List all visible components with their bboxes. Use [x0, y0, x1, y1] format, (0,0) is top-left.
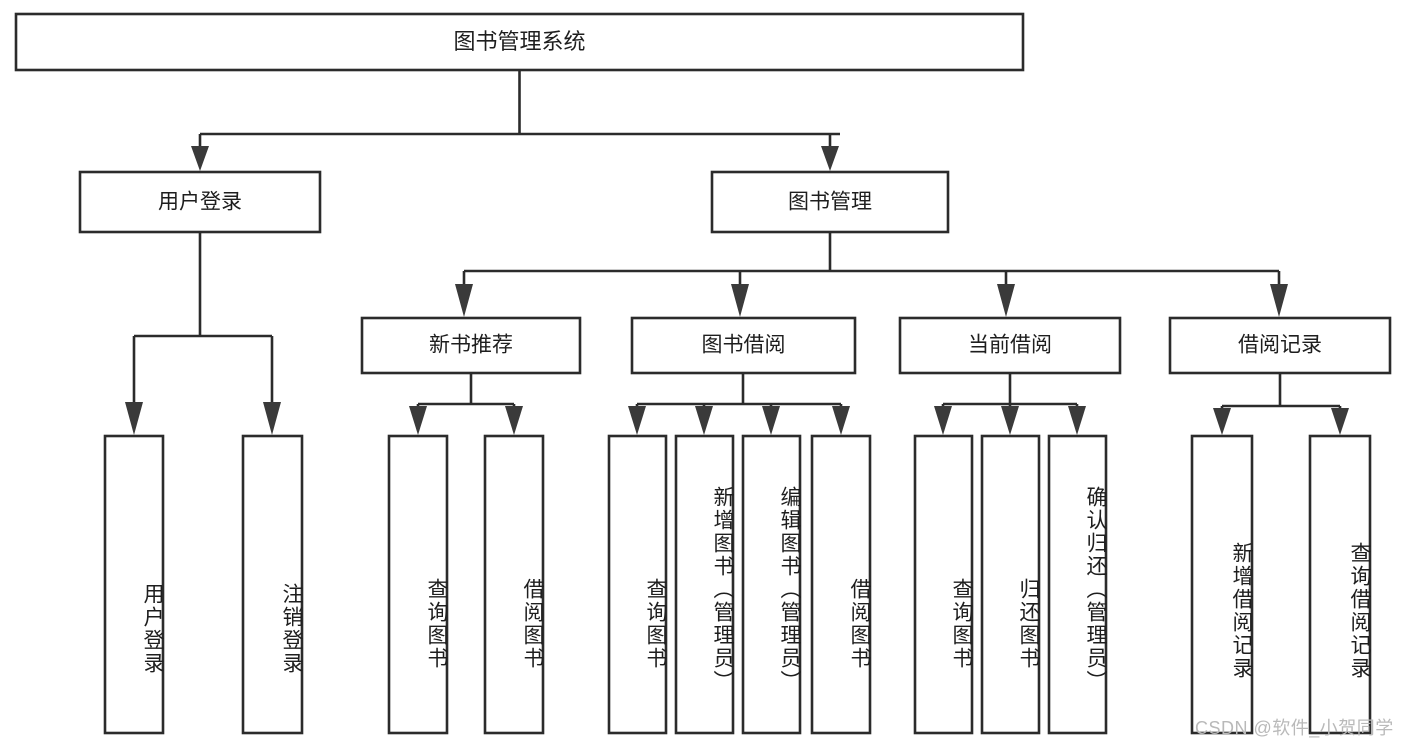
- node-box-book-borrow[interactable]: [630, 316, 857, 375]
- node-box-leaf-edit-book[interactable]: [741, 434, 802, 735]
- arrow-head-book-borrow: [731, 284, 749, 317]
- node-label-borrow-record: 借阅记录: [1238, 334, 1322, 357]
- arrow-head-user-login: [191, 146, 209, 171]
- arrow-head-leaf-query-book-1: [409, 406, 427, 435]
- node-label-root: 图书管理系统: [453, 29, 585, 54]
- node-box-leaf-return-book[interactable]: [980, 434, 1041, 735]
- node-box-leaf-user-logout[interactable]: [241, 434, 304, 735]
- node-label-book-borrow: 图书借阅: [702, 334, 786, 357]
- arrow-head-leaf-confirm-return: [1068, 406, 1086, 435]
- node-label-current-borrow: 当前借阅: [968, 334, 1052, 357]
- arrow-head-leaf-query-record: [1331, 408, 1349, 435]
- arrow-head-leaf-add-book: [695, 406, 713, 435]
- node-box-current-borrow[interactable]: [898, 316, 1122, 375]
- arrow-head-leaf-return-book: [1001, 406, 1019, 435]
- csdn-watermark: CSDN @软件_小贺同学: [1195, 718, 1394, 738]
- arrow-head-leaf-borrow-book-2: [832, 406, 850, 435]
- node-box-leaf-add-book[interactable]: [674, 434, 735, 735]
- arrow-head-leaf-query-book-2: [628, 406, 646, 435]
- arrow-head-leaf-edit-book: [762, 406, 780, 435]
- node-box-borrow-record[interactable]: [1168, 316, 1392, 375]
- arrow-head-book-manage: [821, 146, 839, 171]
- arrow-head-leaf-user-logout: [263, 402, 281, 435]
- node-box-leaf-user-login[interactable]: [103, 434, 165, 735]
- arrow-head-leaf-add-record: [1213, 408, 1231, 435]
- node-box-leaf-query-book-2[interactable]: [607, 434, 668, 735]
- arrow-head-leaf-user-login: [125, 402, 143, 435]
- node-box-book-manage[interactable]: [710, 170, 950, 234]
- node-box-leaf-confirm-return[interactable]: [1047, 434, 1108, 735]
- arrow-head-leaf-borrow-book-1: [505, 406, 523, 435]
- node-label-user-login: 用户登录: [158, 191, 242, 214]
- connectors-layer: [125, 70, 1349, 435]
- node-box-leaf-add-record[interactable]: [1190, 434, 1254, 735]
- node-label-book-manage: 图书管理: [788, 191, 872, 214]
- arrow-head-current-borrow: [997, 284, 1015, 317]
- node-box-leaf-borrow-book-2[interactable]: [810, 434, 872, 735]
- nodes-layer: 图书管理系统 用户登录 图书管理 新书推荐 图书借阅 当前借阅 借阅记录: [14, 12, 1392, 735]
- arrow-head-leaf-query-book-3: [934, 406, 952, 435]
- node-box-root[interactable]: [14, 12, 1025, 72]
- node-box-leaf-borrow-book-1[interactable]: [483, 434, 545, 735]
- node-box-leaf-query-record[interactable]: [1308, 434, 1372, 735]
- arrow-head-borrow-record: [1270, 284, 1288, 317]
- node-box-user-login[interactable]: [78, 170, 322, 234]
- node-box-leaf-query-book-3[interactable]: [913, 434, 974, 735]
- node-box-new-book-recommend[interactable]: [360, 316, 582, 375]
- arrow-head-new-book-recommend: [455, 284, 473, 317]
- node-label-new-book-recommend: 新书推荐: [429, 334, 513, 357]
- node-box-leaf-query-book-1[interactable]: [387, 434, 449, 735]
